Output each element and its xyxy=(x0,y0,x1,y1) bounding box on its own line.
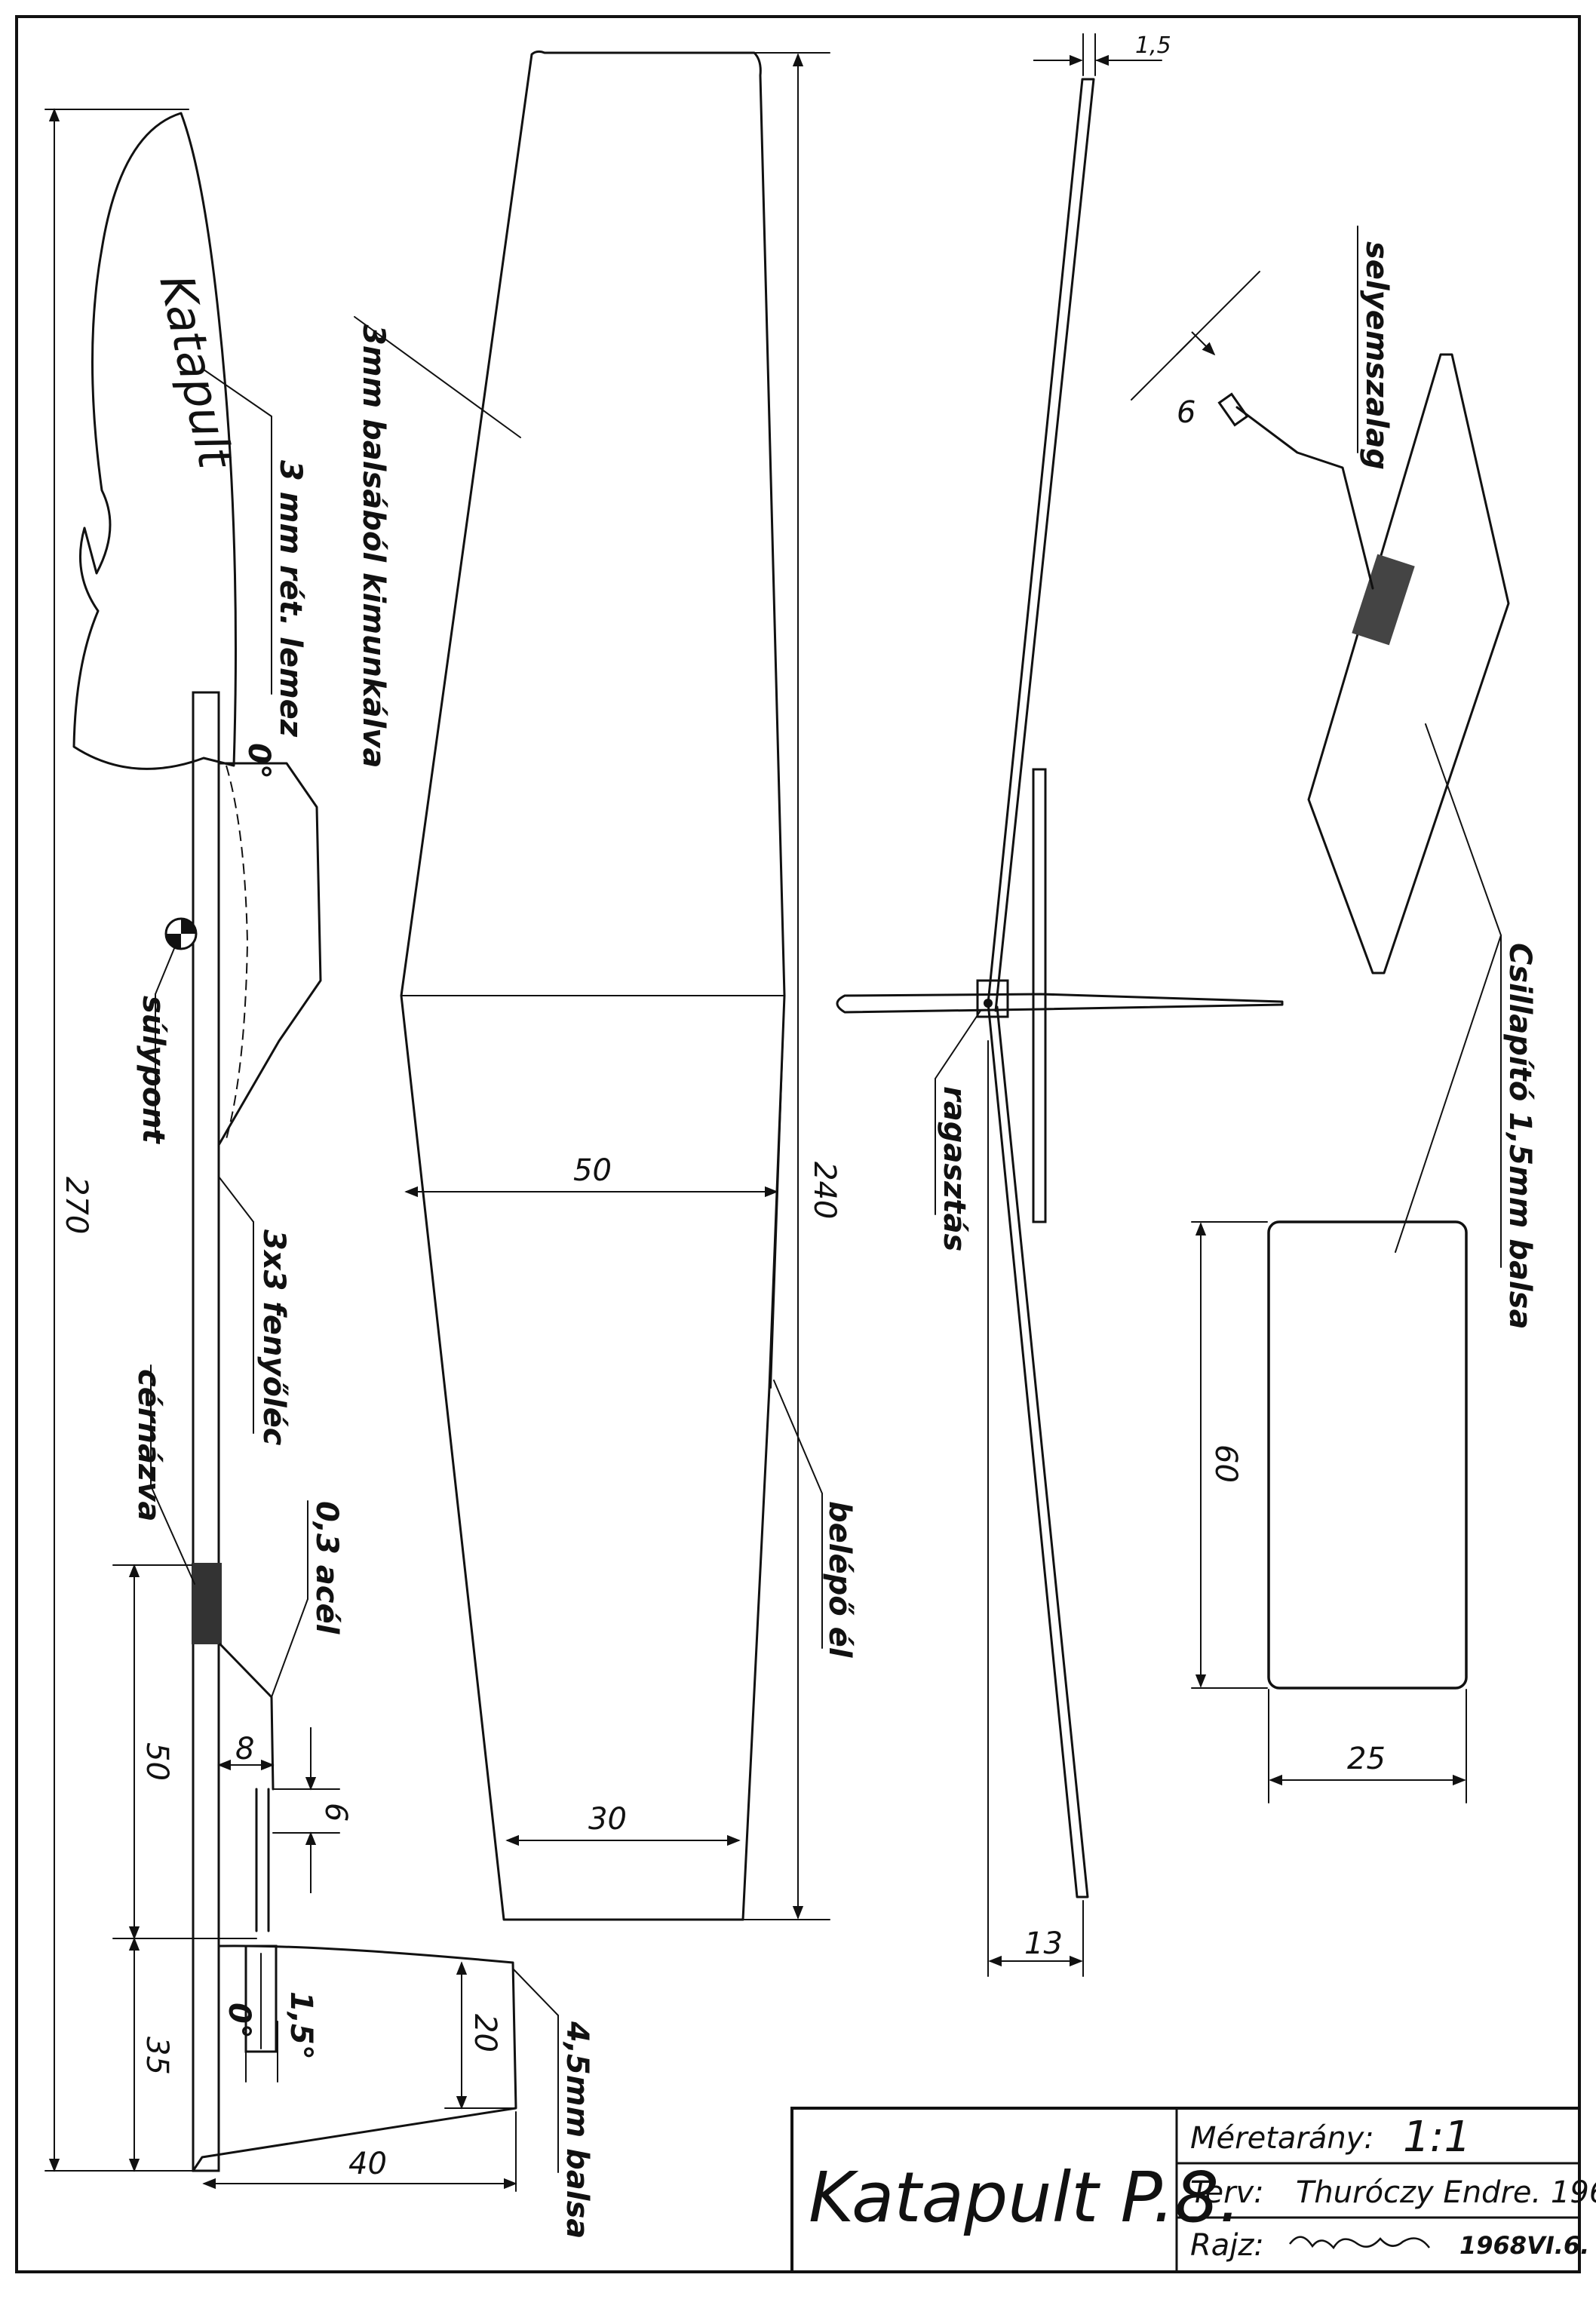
angle-zero-top: 0° xyxy=(241,743,276,779)
front-dimensions: 1,5 13 xyxy=(987,32,1171,1977)
wing-plan-view xyxy=(400,50,786,1921)
dim-stab-length: 60 xyxy=(1208,1444,1243,1483)
side-dimensions: 270 50 35 8 6 20 40 xyxy=(45,108,517,2192)
drawn-label: Rajz: xyxy=(1190,2228,1264,2263)
angle-zero-hook: 0° xyxy=(222,2003,256,2039)
cg-symbol xyxy=(164,917,198,950)
dim-tail-height: 20 xyxy=(468,2014,502,2052)
stab-wire xyxy=(1235,406,1374,590)
thread-wrap-label: cérnázva xyxy=(131,1369,166,1521)
dim-silk-width: 6 xyxy=(1177,395,1195,430)
dim-hook-width: 8 xyxy=(235,1732,254,1766)
tail-surface xyxy=(192,1944,517,2172)
stabilizer-labels: selyemszalag Csillapító 1,5mm balsa xyxy=(1357,226,1537,1329)
thread-wrap xyxy=(192,1563,222,1644)
stabilizer-perspective: 6 xyxy=(1131,271,1510,975)
signature xyxy=(1289,2236,1430,2250)
dim-wing-tip: 30 xyxy=(588,1802,627,1837)
scale-value: 1:1 xyxy=(1403,2113,1471,2162)
dim-wing-span: 240 xyxy=(807,1162,842,1219)
front-labels: ragasztás xyxy=(935,1010,981,1251)
silk-tape-label: selyemszalag xyxy=(1359,241,1394,470)
front-view xyxy=(836,78,1284,1898)
hook-peg xyxy=(255,1788,270,1932)
fuselage-stick-label: 3x3 fenyőléc xyxy=(256,1229,291,1446)
stabilizer-label: Csillapító 1,5mm balsa xyxy=(1502,943,1537,1329)
stab-plate-edge xyxy=(1308,799,1373,974)
tail-slot xyxy=(244,1944,278,2053)
wing-dimensions: 50 240 30 xyxy=(404,52,842,1920)
dim-stab-width: 25 xyxy=(1347,1742,1386,1776)
title-block: Katapult P.8. Méretarány: 1:1 Terv: Thur… xyxy=(790,2107,1596,2273)
dim-overall-length: 270 xyxy=(59,1177,94,1234)
wing-outline xyxy=(400,50,786,1921)
fuselage-stick xyxy=(192,691,220,2172)
front-stab xyxy=(836,993,1284,1014)
stabilizer-top-view: 60 25 xyxy=(1191,935,1502,1803)
stab-rectangle xyxy=(1267,1220,1468,1690)
drawn-date: 1968VI.6. xyxy=(1459,2231,1589,2260)
fin-material-label: 3 mm rét. lemez xyxy=(273,460,308,738)
wing-saddle xyxy=(217,762,322,1146)
dim-dihedral: 13 xyxy=(1024,1926,1063,1961)
front-fuselage-block xyxy=(976,979,1009,1018)
leading-edge-line xyxy=(770,995,785,1389)
dim-thickness: 1,5 xyxy=(1135,32,1171,59)
glue-label: ragasztás xyxy=(937,1086,971,1251)
wing-labels: 3mm balsából kimunkálva belépő él xyxy=(354,316,857,1659)
scale-label: Méretarány: xyxy=(1190,2121,1374,2156)
dim-tail-length: 35 xyxy=(140,2037,174,2075)
silk-tape-wrap xyxy=(1217,392,1249,427)
dim-tail-chord: 40 xyxy=(348,2147,387,2181)
steel-wire-label: 0,3 acél xyxy=(309,1501,344,1635)
saddle-dashed-edge xyxy=(226,765,249,1140)
side-labels: Katapult 3 mm rét. lemez 0° súlypont 3x3… xyxy=(131,270,594,2239)
wing-material-label: 3mm balsából kimunkálva xyxy=(356,324,391,768)
drawing-title: Katapult P.8. xyxy=(809,2157,1241,2238)
dim-hook-height: 6 xyxy=(318,1803,353,1822)
cg-label: súlypont xyxy=(136,996,170,1145)
leading-edge-label: belépő él xyxy=(822,1501,857,1659)
designer-name: Thuróczy Endre. 1968 xyxy=(1296,2175,1596,2210)
stab-material-label: 4,5mm balsa xyxy=(560,2021,594,2239)
steel-hook-wire xyxy=(219,1643,275,1791)
silk-tape-patch xyxy=(1352,554,1415,646)
dim-wing-root: 50 xyxy=(573,1153,612,1188)
angle-hook: 1,5° xyxy=(284,1991,318,2060)
front-glue-point xyxy=(984,999,993,1008)
front-fin-post xyxy=(1032,768,1047,1223)
front-left-panel xyxy=(987,1002,1089,1898)
dim-hook-spacing: 50 xyxy=(140,1742,174,1781)
front-right-panel xyxy=(987,78,1095,1012)
design-label: Terv: xyxy=(1190,2175,1264,2210)
fin-marking: Katapult xyxy=(149,270,244,474)
